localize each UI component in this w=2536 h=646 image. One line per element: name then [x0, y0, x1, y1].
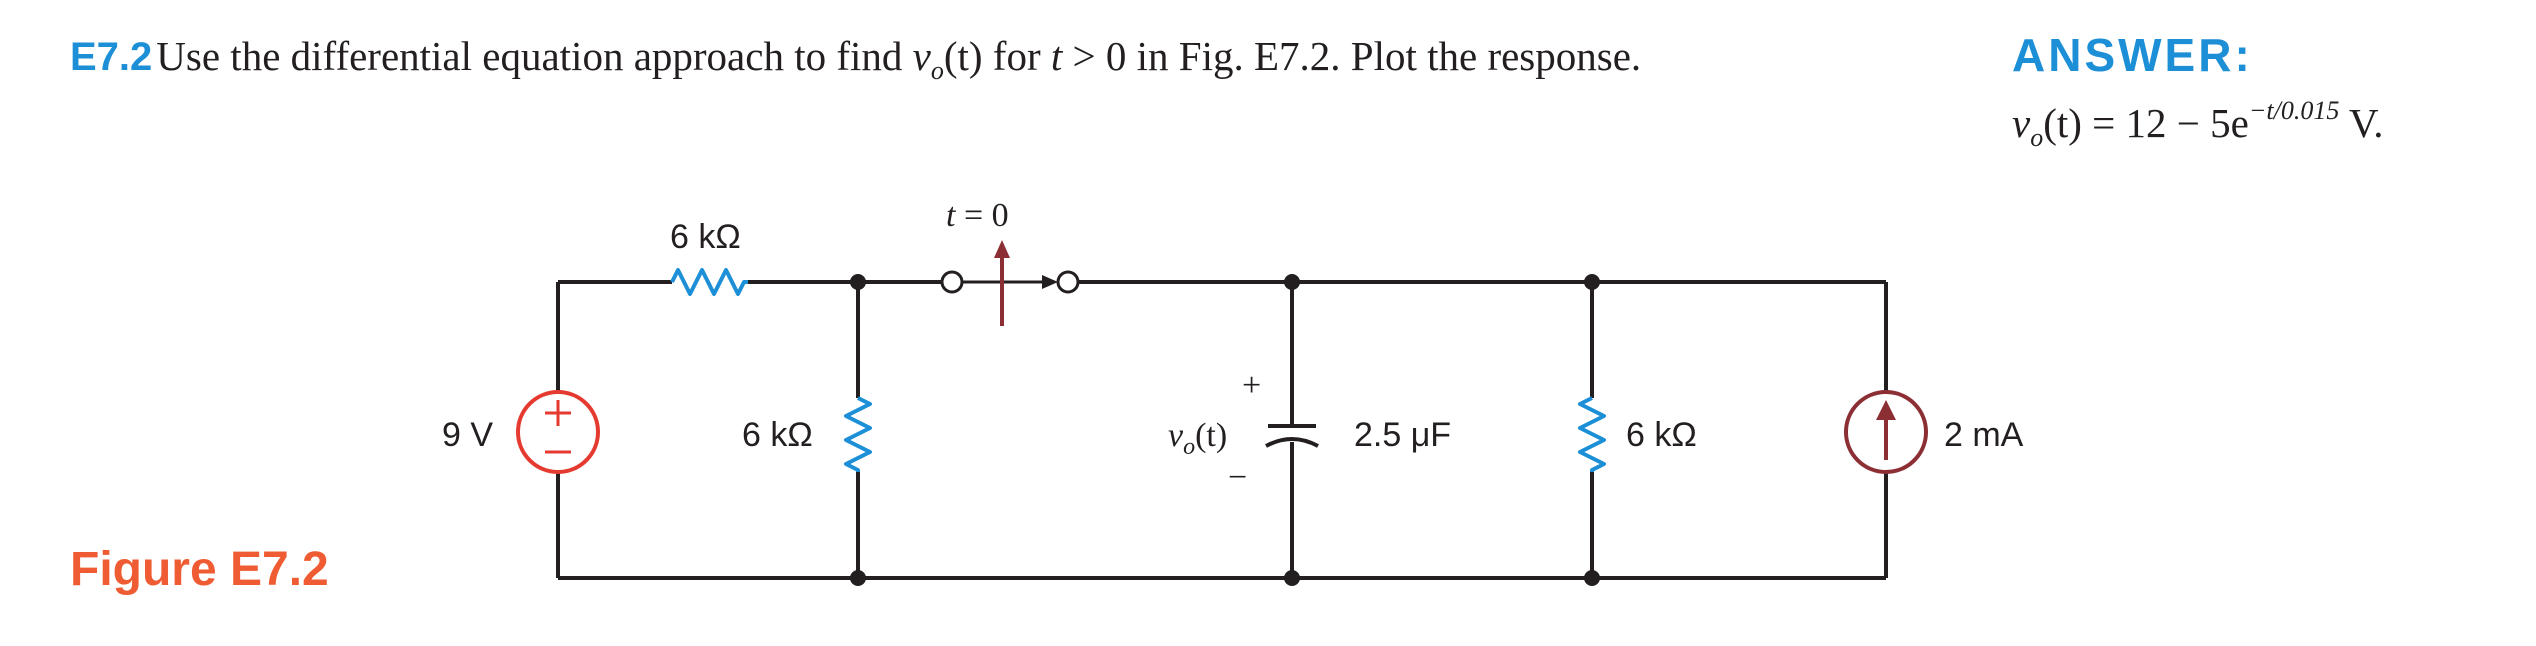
capacitor-voltage-label: vo(t)	[1168, 417, 1227, 460]
switch-actuator-arrow	[994, 240, 1010, 258]
cap-voltage-sub: o	[1183, 434, 1195, 460]
node-bottom-right	[1584, 570, 1600, 586]
resistor-shunt-left	[844, 396, 872, 472]
capacitor-plus: +	[1242, 367, 1261, 404]
current-source-arrow-head	[1876, 400, 1896, 420]
answer-lhs-arg: (t)	[2043, 100, 2082, 146]
resistor-series-label: 6 kΩ	[670, 218, 741, 256]
voltage-source-label: 9 V	[442, 416, 493, 454]
answer-rhs-unit: V.	[2339, 100, 2384, 146]
node-top-cap	[1284, 274, 1300, 290]
node-bottom-cap	[1284, 570, 1300, 586]
problem-cond-rest: > 0 in Fig. E7.2. Plot the response.	[1062, 33, 1642, 79]
answer-lhs-sub: o	[2030, 123, 2044, 153]
problem-number: E7.2	[70, 35, 153, 79]
answer-rhs-main: = 12 − 5e	[2081, 100, 2249, 146]
problem-var-v: v	[912, 33, 931, 79]
switch-contact-right	[1056, 270, 1080, 294]
node-top-left	[850, 274, 866, 290]
switch-blade-arrow	[1042, 275, 1058, 289]
switch-contact-left	[940, 270, 964, 294]
current-source-label: 2 mA	[1944, 416, 2024, 454]
capacitor-minus: −	[1228, 459, 1247, 496]
switch-label-text: = 0	[955, 197, 1008, 234]
figure-caption: Figure E7.2	[70, 543, 329, 596]
problem-text-mid: for	[982, 33, 1051, 79]
answer-lhs-v: v	[2012, 100, 2031, 146]
capacitor-plate-bottom	[1265, 437, 1319, 448]
problem-cond-var: t	[1050, 33, 1063, 79]
problem-var-arg: (t)	[943, 33, 983, 79]
answer-heading: ANSWER:	[2012, 29, 2253, 81]
resistor-shunt-left-label: 6 kΩ	[742, 416, 813, 454]
resistor-shunt-right-label: 6 kΩ	[1626, 416, 1697, 454]
circuit-wires	[556, 280, 1888, 580]
circuit-nodes	[850, 274, 1600, 586]
node-top-right	[1584, 274, 1600, 290]
answer-rhs-exp: −t/0.015	[2248, 96, 2340, 125]
resistor-shunt-right	[1578, 396, 1606, 472]
resistor-series	[670, 268, 748, 296]
capacitor-value-label: 2.5 μF	[1354, 416, 1451, 454]
answer-expression: vo(t) = 12 − 5e−t/0.015 V.	[2012, 96, 2383, 153]
cap-voltage-arg: (t)	[1195, 417, 1227, 454]
switch-label: t = 0	[946, 197, 1009, 234]
cap-voltage-v: v	[1168, 417, 1184, 454]
problem-var-sub: o	[930, 56, 944, 86]
node-bottom-left	[850, 570, 866, 586]
voltage-source	[516, 390, 600, 474]
problem-statement: E7.2 Use the differential equation appro…	[70, 32, 1641, 86]
problem-text-pre: Use the differential equation approach t…	[156, 33, 913, 79]
